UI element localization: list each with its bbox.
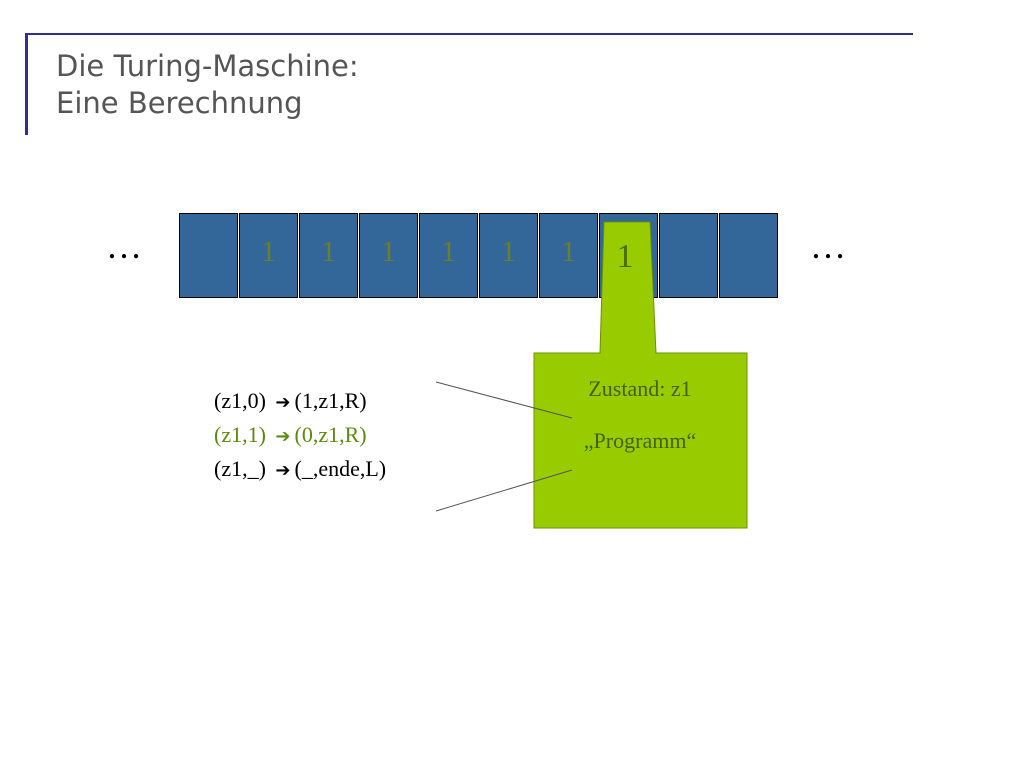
title-frame-top [25,33,913,35]
transition-rule: (z1,0) ➔(1,z1,R) [214,385,386,419]
head-current-symbol: 1 [616,238,634,275]
tape-cell: 1 [479,213,538,298]
slide-title: Die Turing-Maschine: Eine Berechnung [56,48,359,122]
tape-cell: 1 [539,213,598,298]
arrow-icon: ➔ [275,460,291,481]
machine-state-label: Zustand: z1 [588,376,692,401]
tape-cell: 1 [239,213,298,298]
title-frame-left [25,33,28,135]
program-pointer-line-top [435,381,573,419]
rule-lhs: (z1,0) [214,388,266,413]
tape-cell: 1 [299,213,358,298]
transition-rule: (z1,_) ➔(_,ende,L) [214,453,386,487]
rule-rhs: (1,z1,R) [294,388,367,413]
arrow-icon: ➔ [275,392,291,413]
tape-right-ellipsis: … [810,226,846,266]
tape-left-ellipsis: … [106,226,142,266]
rule-lhs: (z1,1) [214,422,266,447]
machine-program-label: „Programm“ [583,428,697,453]
transition-rules: (z1,0) ➔(1,z1,R)(z1,1) ➔(0,z1,R)(z1,_) ➔… [214,385,386,487]
rule-rhs: (_,ende,L) [294,456,387,481]
slide-title-line-1: Die Turing-Maschine: [56,49,359,83]
head-shape [533,221,748,529]
program-pointer-line-bottom [435,469,573,512]
tape-cell: 1 [419,213,478,298]
tape-cell [659,213,718,298]
tape-cell [719,213,778,298]
tape-cell: 1 [359,213,418,298]
arrow-icon: ➔ [275,426,291,447]
tape-cell [179,213,238,298]
rule-lhs: (z1,_) [214,456,266,481]
slide-title-line-2: Eine Berechnung [56,86,303,120]
transition-rule: (z1,1) ➔(0,z1,R) [214,419,386,453]
rule-rhs: (0,z1,R) [294,422,367,447]
